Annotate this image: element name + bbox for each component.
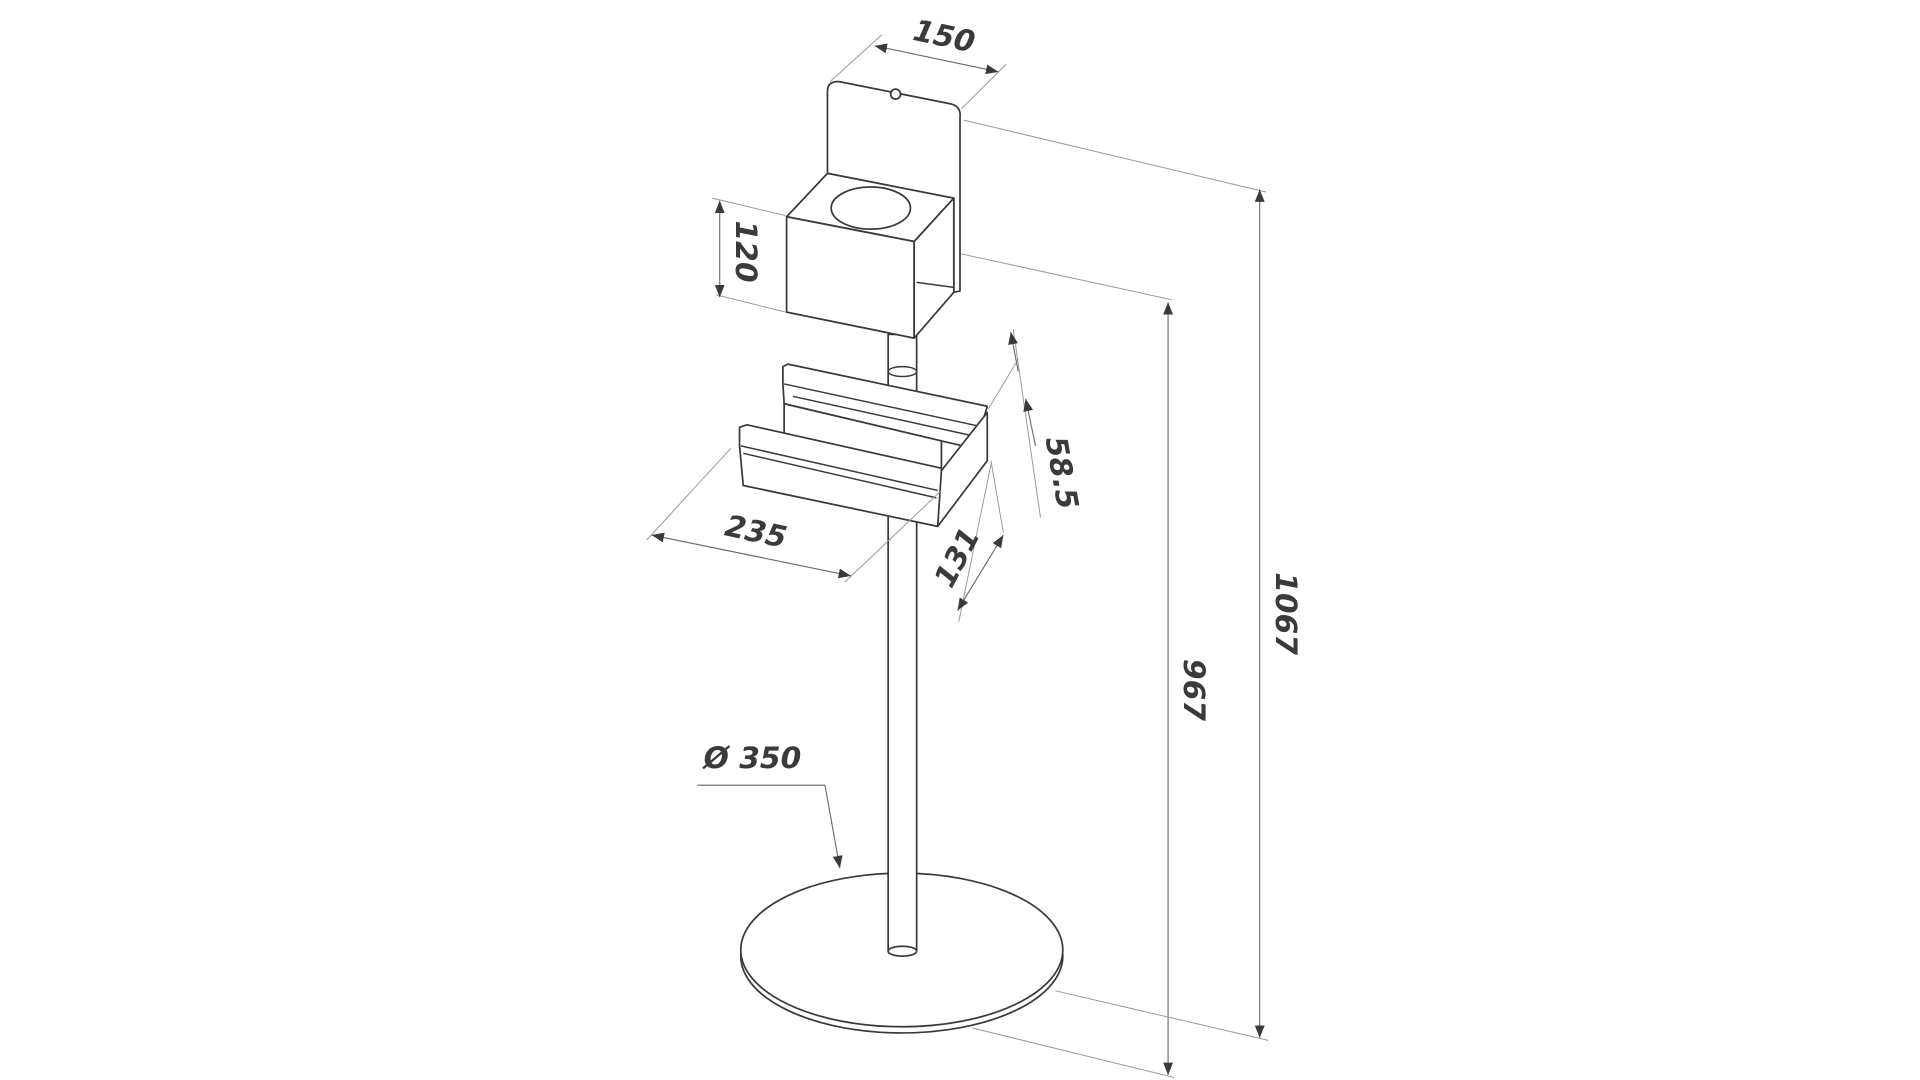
dimension-tray-depth: 58.5: [988, 329, 1085, 533]
dim-label-350: Ø 350: [702, 741, 802, 776]
dim-label-967: 967: [1176, 659, 1211, 721]
dimension-base-diameter: Ø 350: [697, 741, 843, 869]
dim-label-131: 131: [927, 522, 987, 593]
dispenser-holder: [785, 80, 962, 339]
dim-label-235: 235: [722, 509, 790, 556]
dim-label-150: 150: [910, 13, 978, 60]
dimension-tray-height: 967: [961, 253, 1211, 1079]
dim-label-120: 120: [728, 220, 763, 282]
tray: [738, 363, 989, 528]
dim-label-58-5: 58.5: [1038, 434, 1085, 512]
dim-label-1067: 1067: [1268, 572, 1303, 655]
dimension-holder-height: 120: [712, 197, 786, 313]
dimension-total-height: 1067: [963, 119, 1303, 1041]
